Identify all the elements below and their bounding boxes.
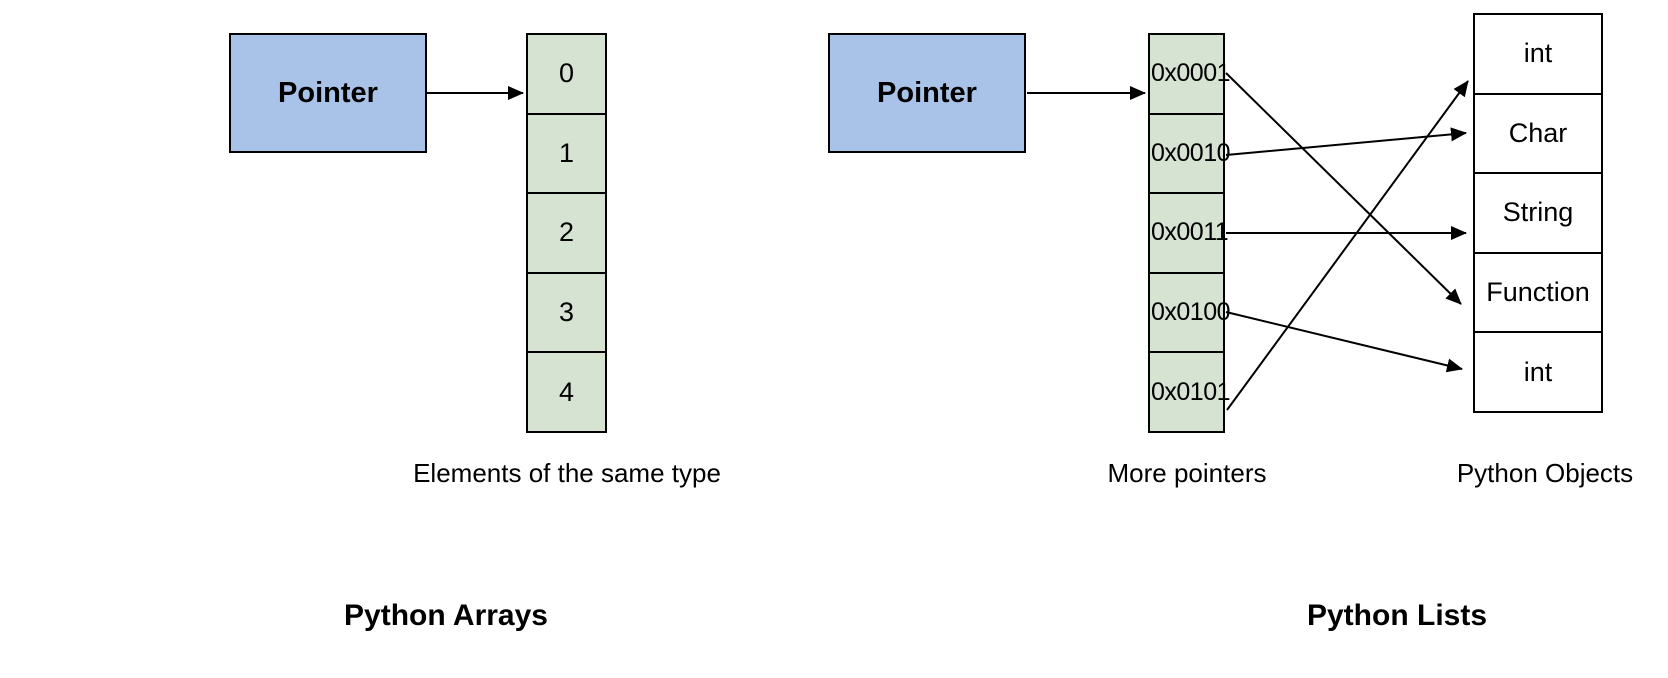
address-cell-3: 0x0100 — [1150, 271, 1231, 352]
pointer-box-lists-label: Pointer — [877, 76, 977, 109]
array-cell-3: 3 — [528, 271, 605, 352]
pointer-box-lists: Pointer — [828, 33, 1026, 153]
object-cell-0: int — [1475, 15, 1601, 93]
pointer-box-arrays-label: Pointer — [278, 76, 378, 109]
address-cell-1: 0x0010 — [1150, 112, 1231, 193]
link-arrow-0x0100-to-int — [1225, 311, 1463, 373]
address-cell-0: 0x0001 — [1150, 35, 1231, 113]
title-python-arrays: Python Arrays — [344, 599, 548, 632]
array-cell-4: 4 — [528, 351, 605, 431]
link-arrow-0x0010-to-Char — [1225, 127, 1467, 156]
array-cell-2: 2 — [528, 192, 605, 272]
object-cell-3: Function — [1475, 251, 1601, 332]
object-cell-1: Char — [1475, 92, 1601, 173]
caption-python-objects: Python Objects — [1456, 458, 1634, 488]
object-cell-2: String — [1475, 172, 1601, 252]
caption-more-pointers: More pointers — [1107, 458, 1267, 488]
caption-elements-same-type: Elements of the same type — [413, 458, 721, 488]
address-cell-4: 0x0101 — [1150, 351, 1231, 431]
pointer-box-arrays: Pointer — [229, 33, 427, 153]
link-arrow-0x0001-to-Function — [1225, 72, 1462, 305]
array-cell-1: 1 — [528, 112, 605, 193]
array-cell-0: 0 — [528, 35, 605, 113]
object-cell-4: int — [1475, 331, 1601, 411]
address-cell-2: 0x0011 — [1150, 192, 1229, 272]
title-python-lists: Python Lists — [1306, 599, 1488, 632]
link-arrow-0x0101-to-int — [1226, 80, 1469, 411]
